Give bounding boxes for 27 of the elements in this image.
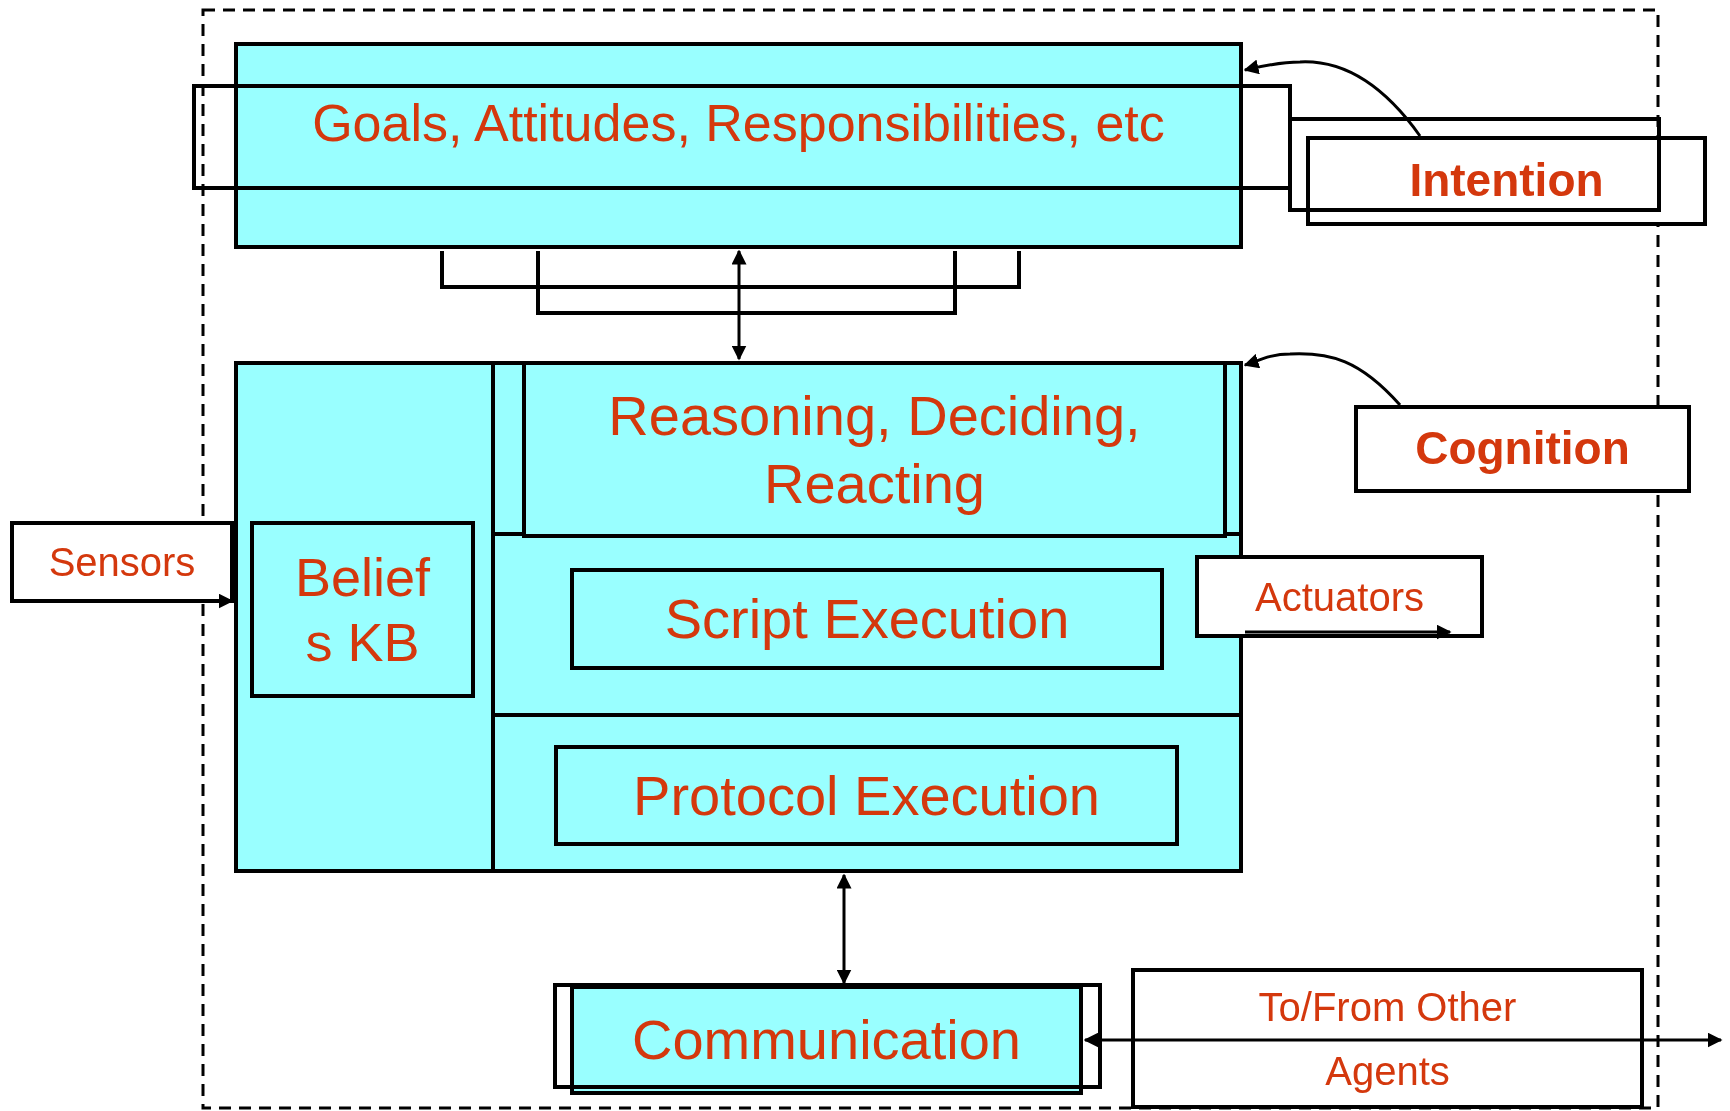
text-box xyxy=(1131,968,1644,1109)
text-box xyxy=(554,745,1179,846)
arrow xyxy=(1245,624,1452,640)
node-label: Cognition xyxy=(1415,421,1630,477)
arrow xyxy=(1243,59,1422,137)
text-box xyxy=(10,521,234,603)
text-box xyxy=(1195,555,1484,638)
text-box xyxy=(250,521,475,698)
node-label: Protocol Execution xyxy=(633,762,1100,829)
arrow xyxy=(731,249,747,361)
node-label: Reasoning, Deciding, Reacting xyxy=(607,383,1142,517)
node-label: Intention xyxy=(1409,153,1604,209)
arrow xyxy=(836,873,852,985)
node-label: Sensors xyxy=(48,539,196,586)
arrow xyxy=(1243,352,1402,407)
text-box xyxy=(1354,405,1691,493)
node-label: Belief s KB xyxy=(293,545,432,674)
process-box xyxy=(234,361,1243,873)
node-label: Goals, Attitudes, Responsibilities, etc xyxy=(312,93,1165,155)
text-box xyxy=(1306,136,1707,226)
node-label: Communication xyxy=(631,1007,1021,1074)
node-label: Actuators xyxy=(1255,573,1424,621)
arrow xyxy=(1083,1032,1723,1048)
node-label: Script Execution xyxy=(664,586,1070,653)
text-box xyxy=(234,42,1243,249)
node-label: To/From Other Agents xyxy=(1257,983,1518,1095)
text-box xyxy=(570,568,1164,670)
